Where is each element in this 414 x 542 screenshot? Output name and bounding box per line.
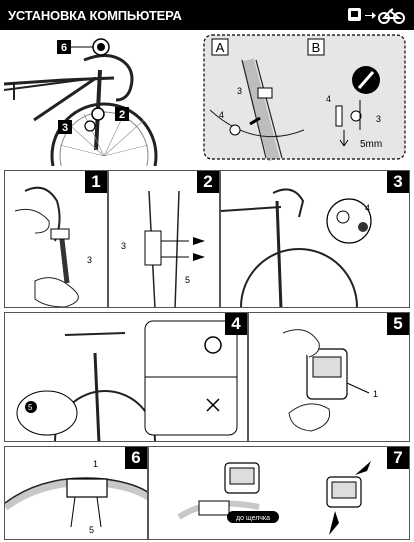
step-5-label-1: 1 bbox=[373, 389, 378, 399]
overview-badge-3: 3 bbox=[62, 122, 68, 134]
step-2-label-3: 3 bbox=[121, 241, 126, 251]
page-title: УСТАНОВКА КОМПЬЮТЕРА bbox=[8, 7, 182, 23]
overview-panel: 6 2 3 A B 3 4 4 3 5mm bbox=[4, 30, 410, 166]
overview-badge-6: 6 bbox=[61, 42, 67, 54]
inset-b-label: B bbox=[312, 40, 321, 55]
step-2-number: 2 bbox=[197, 171, 219, 193]
step-7-number: 7 bbox=[387, 447, 409, 469]
inset-a-label-4: 4 bbox=[219, 110, 224, 120]
step-6-panel: 6 1 5 bbox=[4, 446, 148, 540]
step-3-label-4: 4 bbox=[365, 203, 370, 213]
step-5-number: 5 bbox=[387, 313, 409, 335]
inset-b-label-4: 4 bbox=[326, 94, 331, 104]
step-4-number: 4 bbox=[225, 313, 247, 335]
computer-to-bike-icon bbox=[348, 8, 405, 24]
step-5-panel: 5 1 bbox=[248, 312, 410, 442]
step-4-panel: 4 5 bbox=[4, 312, 248, 442]
sensor-gap-label: 5mm bbox=[360, 139, 382, 150]
step-2-panel: 2 3 5 bbox=[108, 170, 220, 308]
header-bar: УСТАНОВКА КОМПЬЮТЕРА bbox=[0, 0, 414, 30]
bike-overview-illustration: 6 2 3 A B 3 4 4 3 5mm bbox=[4, 34, 406, 166]
overview-badge-2: 2 bbox=[119, 109, 125, 121]
inset-b-label-3: 3 bbox=[376, 114, 381, 124]
step-4-label-5: 5 bbox=[28, 403, 33, 412]
inset-a-label-3: 3 bbox=[237, 86, 242, 96]
step-6-label-5: 5 bbox=[89, 525, 94, 535]
inset-a-label: A bbox=[216, 40, 225, 55]
step-7-click-label: до щелчка bbox=[236, 515, 270, 522]
step-1-label-3: 3 bbox=[87, 255, 92, 265]
step-3-panel: 3 4 bbox=[220, 170, 410, 308]
step-3-number: 3 bbox=[387, 171, 409, 193]
step-6-label-1: 1 bbox=[93, 459, 98, 469]
step-1-number: 1 bbox=[85, 171, 107, 193]
step-7-panel: 7 до щелчка bbox=[148, 446, 410, 540]
step-1-panel: 1 3 bbox=[4, 170, 108, 308]
step-2-label-5: 5 bbox=[185, 275, 190, 285]
step-6-number: 6 bbox=[125, 447, 147, 469]
